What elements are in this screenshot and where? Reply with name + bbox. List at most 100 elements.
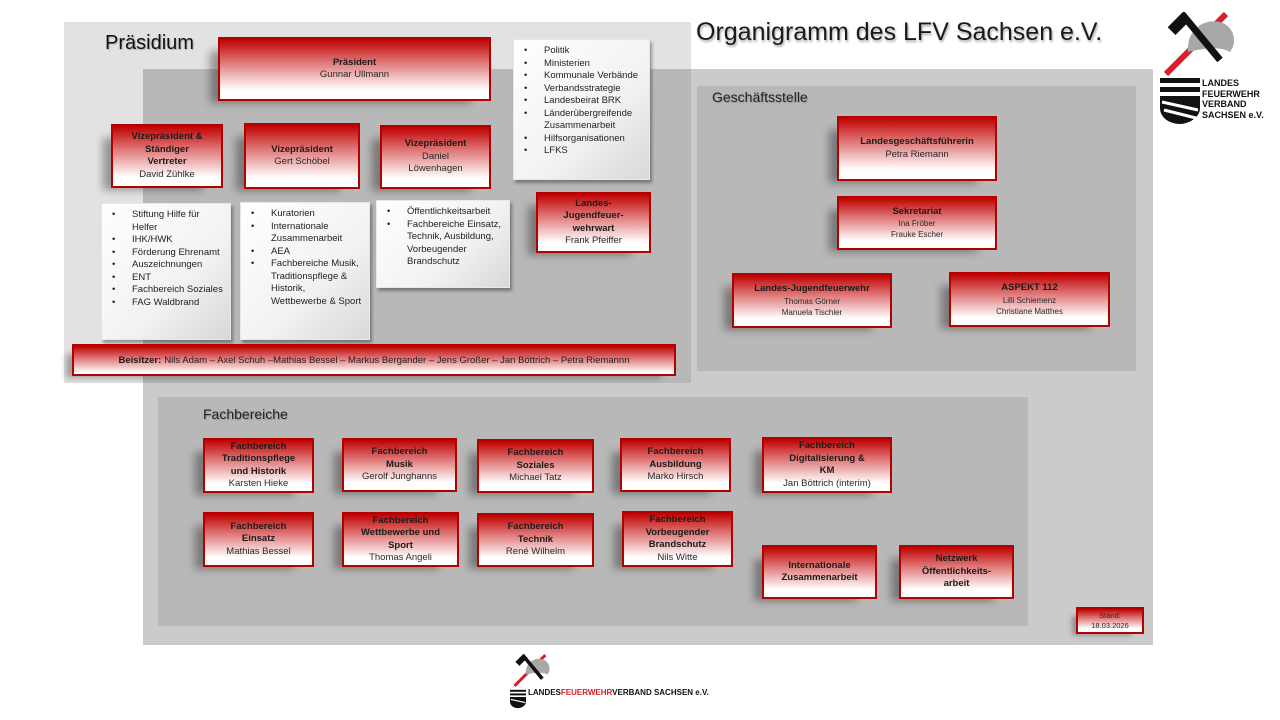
box-name: Gert Schöbel	[274, 156, 330, 167]
helmet-axe-icon	[1163, 11, 1235, 77]
box-praesident: Präsident Gunnar Ullmann	[218, 37, 491, 101]
box-vizepraesident-schoebel: Vizepräsident Gert Schöbel	[244, 123, 360, 189]
list-item: Förderung Ehrenamt	[112, 247, 224, 260]
list-item: IHK/HWK	[112, 234, 224, 247]
beisitzer-label: Beisitzer:	[118, 354, 162, 366]
box-name: Mathias Bessel	[226, 545, 291, 557]
box-name: Manuela Tischler	[781, 307, 843, 317]
box-name: Marko Hirsch	[647, 471, 704, 483]
list-item: Landesbeirat BRK	[524, 95, 643, 108]
box-fachbereich-musik: Fachbereich Musik Gerolf Junghanns	[342, 438, 457, 492]
list-item: AEA	[251, 246, 363, 259]
box-title: ASPEKT 112	[1001, 282, 1058, 294]
box-title: Vizepräsident	[271, 143, 333, 155]
list-item: Länderübergreifende Zusammenarbeit	[524, 108, 643, 133]
box-name: Thomas Görner	[783, 296, 841, 306]
box-name: Daniel Löwenhagen	[408, 150, 463, 175]
box-title: Landesgeschäftsführerin	[860, 136, 974, 147]
box-name: Gunnar Ullmann	[319, 69, 390, 80]
section-title-fachbereiche: Fachbereiche	[203, 406, 288, 422]
box-title: Sekretariat	[892, 205, 942, 217]
box-title: Netzwerk Öffentlichkeits-arbeit	[921, 553, 992, 590]
box-name: Petra Riemann	[885, 148, 949, 160]
footer-logo: LANDESFEUERWEHRVERBAND SACHSEN e.V.	[508, 650, 728, 712]
footer-logo-part: VERBAND SACHSEN e.V.	[612, 688, 709, 697]
box-aspekt-112: ASPEKT 112 Lilli Schiemenz Christiane Ma…	[949, 272, 1110, 327]
beisitzer-bar: Beisitzer: Nils Adam – Axel Schuh –Mathi…	[72, 344, 676, 376]
box-landesgeschaeftsfuehrerin: Landesgeschäftsführerin Petra Riemann	[837, 116, 997, 181]
footer-shield-icon	[510, 689, 526, 709]
box-title: Fachbereich Soziales	[507, 447, 564, 471]
list-vp3-duties: ÖffentlichkeitsarbeitFachbereiche Einsat…	[376, 200, 510, 288]
box-title: Fachbereich Technik	[507, 521, 564, 545]
box-name: Frank Pfeiffer	[565, 235, 622, 246]
box-title: Fachbereich Ausbildung	[647, 446, 704, 470]
list-item: Hilfsorganisationen	[524, 133, 643, 146]
list-item: Kommunale Verbände	[524, 70, 643, 83]
box-title: Landes-Jugendfeuer-wehrwart	[563, 197, 624, 234]
footer-logo-part: LANDES	[528, 688, 561, 697]
list-item: FAG Waldbrand	[112, 297, 224, 310]
box-title: Präsident	[332, 56, 377, 68]
list-item: Kuratorien	[251, 208, 363, 221]
list-item: Politik	[524, 45, 643, 58]
beisitzer-names: Nils Adam – Axel Schuh –Mathias Bessel –…	[164, 354, 630, 366]
list-item: Öffentlichkeitsarbeit	[387, 206, 503, 219]
footer-helmet-icon	[513, 653, 550, 688]
fachbereiche-panel	[158, 397, 1028, 626]
box-name: David Zühlke	[139, 168, 195, 180]
box-landes-jugendfeuerwehrwart: Landes-Jugendfeuer-wehrwart Frank Pfeiff…	[536, 192, 651, 253]
box-fachbereich-vorbeugender-brandschutz: Fachbereich Vorbeugender Brandschutz Nil…	[622, 511, 733, 567]
box-title: Fachbereich Einsatz	[230, 520, 287, 545]
box-vizepraesident-staendiger-vertreter: Vizepräsident & Ständiger Vertreter Davi…	[111, 124, 223, 188]
list-praesident-duties: PolitikMinisterienKommunale VerbändeVerb…	[513, 39, 650, 180]
box-fachbereich-ausbildung: Fachbereich Ausbildung Marko Hirsch	[620, 438, 731, 492]
box-fachbereich-soziales: Fachbereich Soziales Michael Tatz	[477, 439, 594, 493]
box-fachbereich-traditionspflege: Fachbereich Traditionspflege und Histori…	[203, 438, 314, 493]
footer-logo-text: LANDESFEUERWEHRVERBAND SACHSEN e.V.	[528, 688, 709, 697]
logo-line: FEUERWEHR	[1202, 88, 1260, 99]
box-title: Vizepräsident	[404, 138, 467, 150]
box-name: Karsten Hieke	[228, 478, 289, 489]
list-item: Stiftung Hilfe für Helfer	[112, 209, 224, 234]
box-title: Fachbereich Vorbeugender Brandschutz	[645, 514, 710, 550]
list-item: Fachbereiche Musik, Traditionspflege & H…	[251, 258, 363, 308]
box-title: Fachbereich Wettbewerbe und Sport	[361, 514, 440, 551]
box-vizepraesident-loewenhagen: Vizepräsident Daniel Löwenhagen	[380, 125, 491, 189]
box-name: Frauke Escher	[890, 230, 944, 240]
list-item: Ministerien	[524, 58, 643, 71]
box-landes-jugendfeuerwehr: Landes-Jugendfeuerwehr Thomas Görner Man…	[732, 273, 892, 328]
list-vp1-duties: Stiftung Hilfe für HelferIHK/HWKFörderun…	[101, 203, 231, 340]
box-name: Ina Fröber	[898, 219, 936, 229]
list-item: Fachbereich Soziales	[112, 284, 224, 297]
logo-line: LANDES	[1202, 78, 1240, 88]
box-name: Nils Witte	[657, 551, 698, 563]
lfv-logo: LANDES FEUERWEHR VERBAND SACHSEN e.V.	[1158, 8, 1270, 126]
list-item: Fachbereiche Einsatz, Technik, Ausbildun…	[387, 219, 503, 269]
list-item: Internationale Zusammenarbeit	[251, 221, 363, 246]
list-item: ENT	[112, 272, 224, 285]
box-name: Lilli Schiemenz	[1002, 295, 1057, 305]
stand-label: Stand:	[1099, 610, 1121, 620]
box-name: Michael Tatz	[509, 472, 562, 484]
box-netzwerk-oeffentlichkeitsarbeit: Netzwerk Öffentlichkeits-arbeit	[899, 545, 1014, 599]
box-title: Fachbereich Musik	[371, 446, 428, 470]
logo-line: VERBAND	[1202, 99, 1247, 109]
box-name: Jan Böttrich (interim)	[783, 477, 871, 489]
stand-date: 18.03.2026	[1091, 620, 1129, 630]
box-fachbereich-digitalisierung: Fachbereich Digitalisierung & KM Jan Böt…	[762, 437, 892, 493]
box-fachbereich-einsatz: Fachbereich Einsatz Mathias Bessel	[203, 512, 314, 567]
box-title: Vizepräsident & Ständiger Vertreter	[131, 131, 203, 167]
box-name: Gerolf Junghanns	[362, 471, 437, 483]
section-title-praesidium: Präsidium	[105, 32, 194, 54]
footer-logo-part-red: FEUERWEHR	[560, 688, 613, 697]
logo-text: LANDES FEUERWEHR VERBAND SACHSEN e.V.	[1202, 78, 1264, 120]
box-title: Landes-Jugendfeuerwehr	[754, 283, 870, 295]
list-item: LFKS	[524, 145, 643, 158]
section-title-geschaeftsstelle: Geschäftsstelle	[712, 89, 808, 105]
list-item: Verbandsstrategie	[524, 83, 643, 96]
box-fachbereich-wettbewerbe: Fachbereich Wettbewerbe und Sport Thomas…	[342, 512, 459, 567]
logo-line: SACHSEN e.V.	[1202, 109, 1264, 120]
box-title: Fachbereich Digitalisierung & KM	[789, 440, 865, 476]
box-sekretariat: Sekretariat Ina Fröber Frauke Escher	[837, 196, 997, 250]
